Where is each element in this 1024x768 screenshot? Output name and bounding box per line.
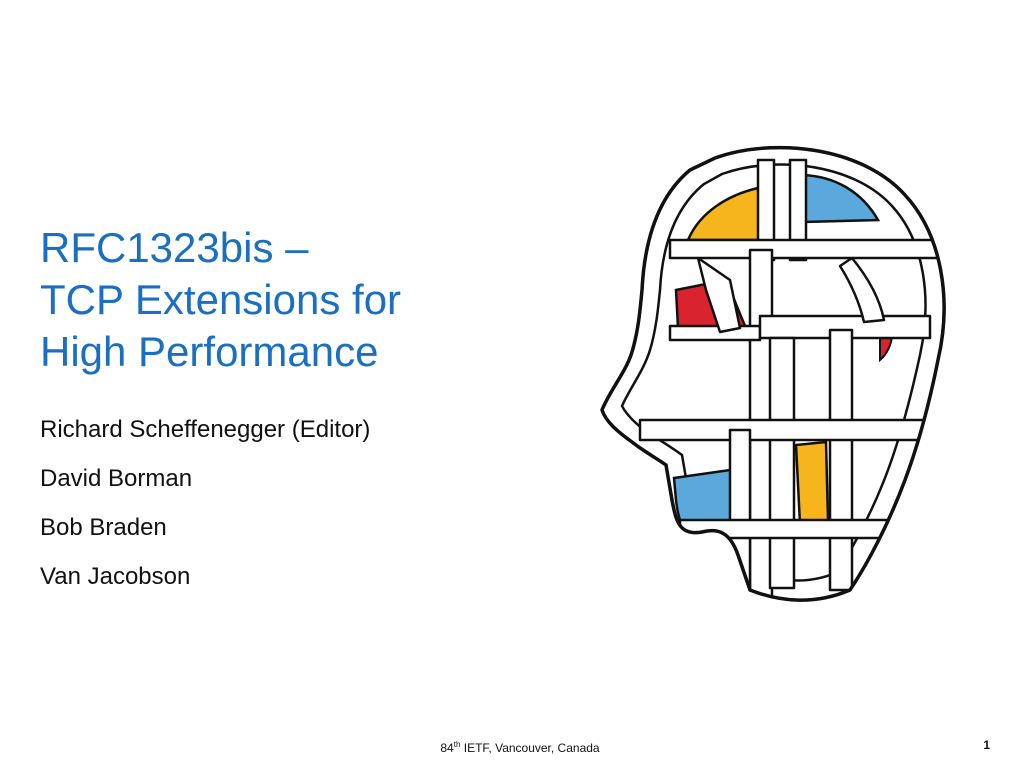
footer-event-rest: IETF, Vancouver, Canada (460, 741, 600, 755)
author-list: Richard Scheffenegger (Editor) David Bor… (40, 410, 560, 606)
author-item: Bob Braden (40, 514, 167, 541)
title-line-1: RFC1323bis – (40, 224, 309, 271)
author-item: Van Jacobson (40, 563, 191, 590)
slide-footer: 84th IETF, Vancouver, Canada (400, 740, 640, 755)
stained-glass-head-icon (580, 140, 960, 615)
author-item: Richard Scheffenegger (Editor) (40, 416, 371, 443)
page-number: 1 (983, 738, 990, 752)
author-item: David Borman (40, 465, 193, 492)
title-line-3: High Performance (40, 328, 379, 375)
footer-ordinal-suffix: th (453, 740, 461, 749)
slide-title: RFC1323bis – TCP Extensions for High Per… (40, 222, 560, 378)
footer-event-number: 84 (440, 741, 454, 755)
title-line-2: TCP Extensions for (40, 276, 402, 323)
